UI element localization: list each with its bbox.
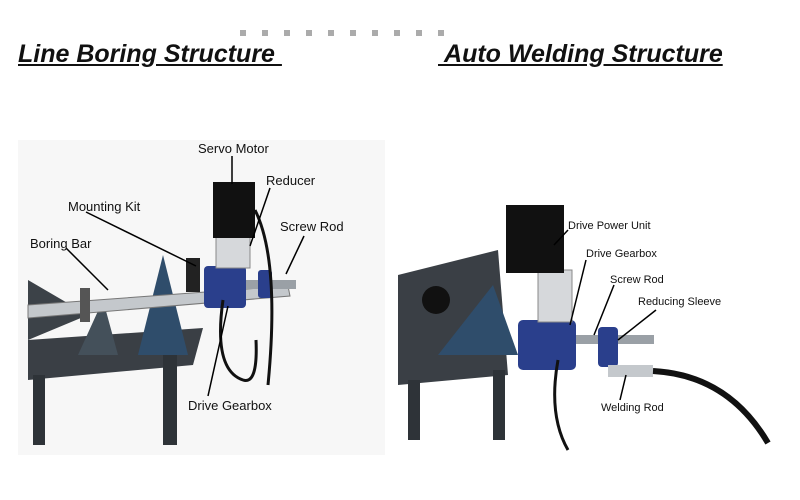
label-screw-rod: Screw Rod: [610, 274, 664, 286]
reducing-sleeve-collar: [598, 327, 618, 367]
servo-motor-body: [213, 182, 255, 238]
frame-leg: [493, 370, 505, 440]
leader-drive-gearbox: [207, 305, 229, 397]
leader-boring-bar: [65, 247, 109, 291]
label-reducing-sleeve: Reducing Sleeve: [638, 296, 722, 308]
title-line-boring: Line Boring Structure: [18, 40, 282, 68]
label-boring-bar: Boring Bar: [30, 236, 92, 251]
reducer-body: [537, 269, 573, 323]
welding-rod-sleeve: [608, 365, 653, 377]
leader-welding-rod: [619, 374, 627, 401]
leader-drive-power-unit: [553, 229, 569, 246]
leader-screw-rod: [285, 235, 305, 275]
auto-welding-diagram: Drive Power Unit Drive Gearbox Screw Rod…: [398, 175, 778, 455]
label-drive-power-unit: Drive Power Unit: [568, 220, 651, 232]
label-welding-rod: Welding Rod: [601, 402, 664, 414]
reducer-body: [215, 235, 251, 269]
label-servo-motor: Servo Motor: [198, 141, 269, 156]
triangle-plate: [438, 285, 518, 355]
frame-leg: [408, 380, 420, 440]
mounting-kit-block: [186, 258, 200, 292]
bar-clamp: [80, 288, 90, 322]
label-drive-gearbox: Drive Gearbox: [188, 398, 272, 413]
cable: [553, 359, 570, 451]
screw-rod-collar: [258, 270, 272, 298]
leader-reducing-sleeve: [617, 309, 657, 341]
table-leg: [33, 375, 45, 445]
triangle-plate: [78, 300, 118, 355]
drive-power-unit-body: [506, 205, 564, 273]
label-screw-rod: Screw Rod: [280, 219, 344, 234]
line-boring-machine-illustration: [27, 156, 305, 445]
line-boring-diagram: Servo Motor Reducer Mounting Kit Screw R…: [18, 140, 385, 455]
welding-torch-cable: [652, 368, 771, 445]
drive-gearbox-body: [518, 320, 576, 370]
title-auto-welding: Auto Welding Structure: [438, 40, 723, 68]
leader-reducer: [249, 187, 271, 247]
label-drive-gearbox: Drive Gearbox: [586, 248, 657, 260]
label-mounting-kit: Mounting Kit: [68, 199, 141, 214]
frame-bore: [422, 286, 450, 314]
leader-drive-gearbox: [569, 259, 587, 326]
auto-welding-machine-illustration: [398, 205, 771, 451]
table-leg: [163, 355, 177, 445]
label-reducer: Reducer: [266, 173, 316, 188]
cropped-text-fragment: [240, 30, 450, 36]
leader-screw-rod: [593, 284, 615, 336]
drive-gearbox-body: [204, 266, 246, 308]
leader-mounting-kit: [85, 211, 197, 267]
cable: [253, 209, 274, 386]
cable: [219, 299, 258, 382]
